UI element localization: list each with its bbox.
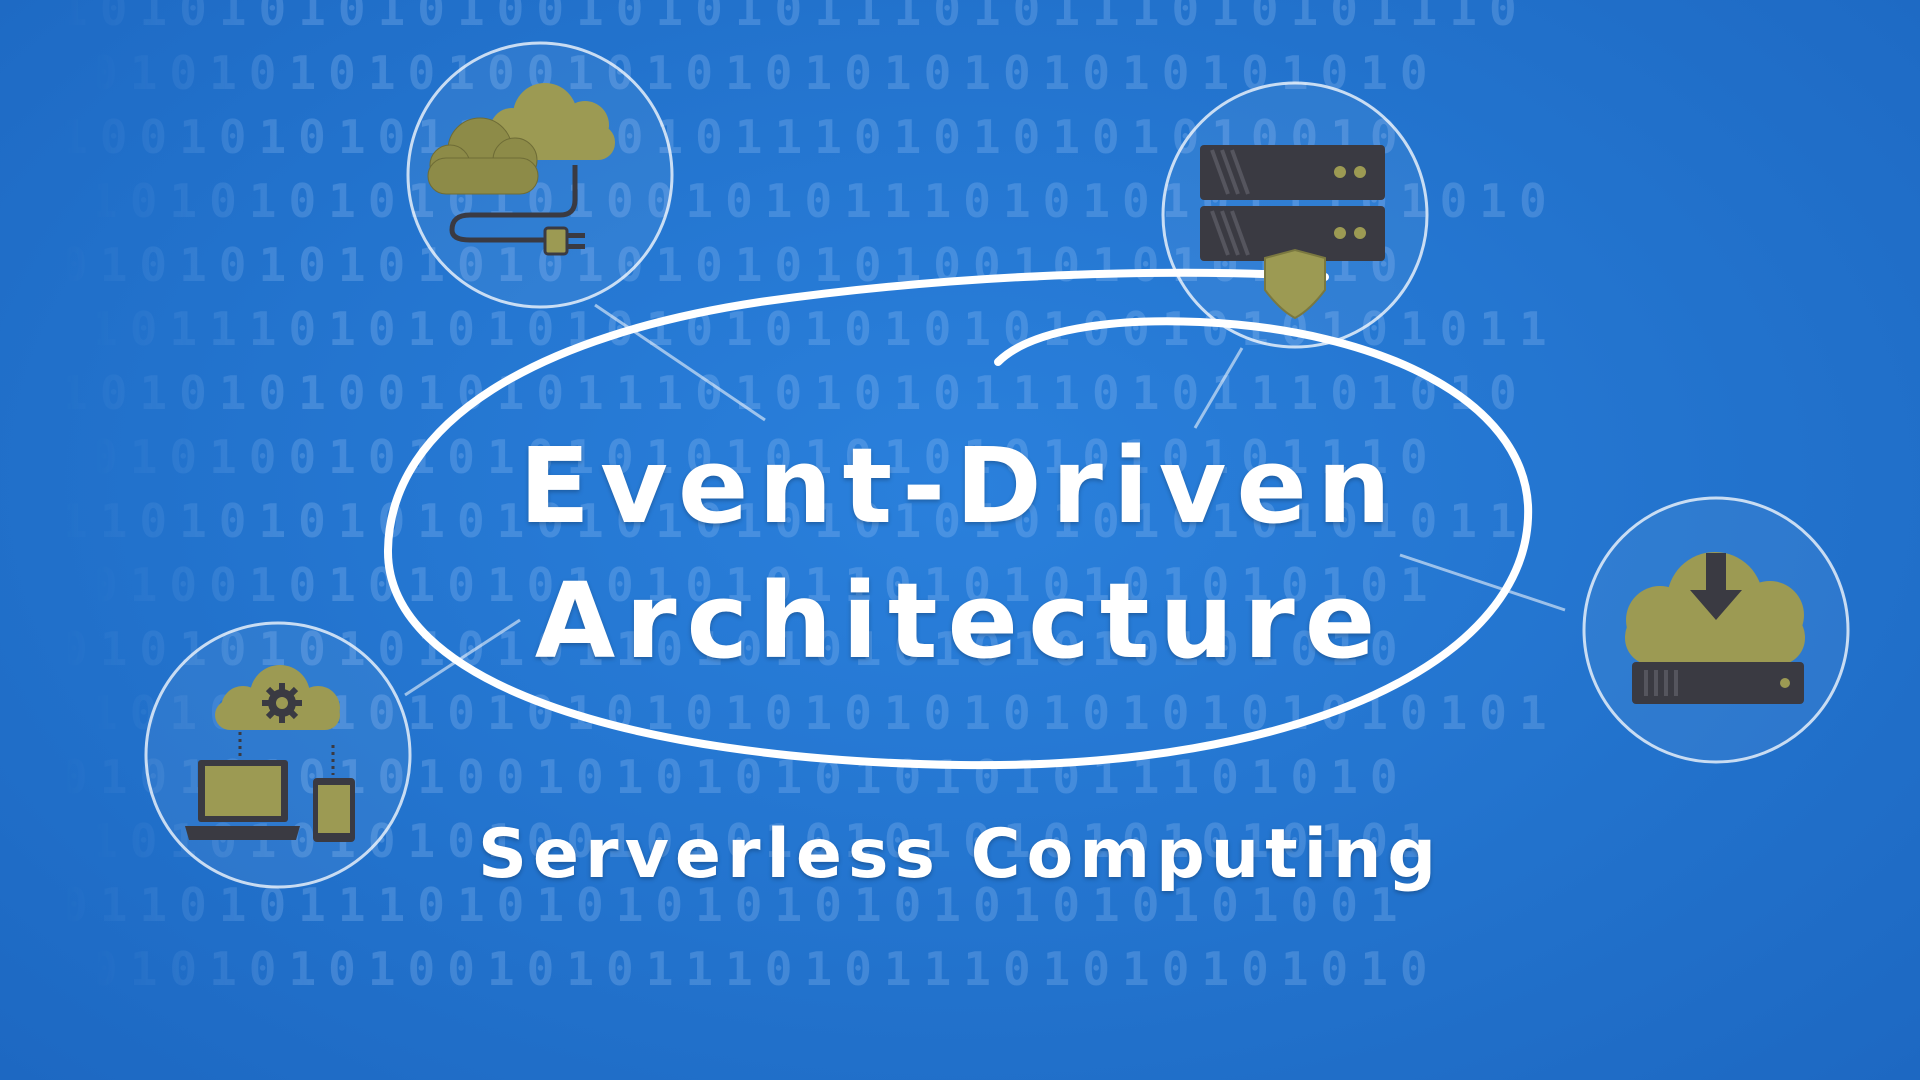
binary-row: 1010101010100101010111010111010101110 [60, 0, 1529, 36]
connector-line-top-right [1193, 347, 1244, 429]
binary-row: 0101001010101010101010101010101110 [90, 430, 1440, 484]
cloud-plug-icon [406, 41, 674, 309]
binary-row: 1010101001010111010101011101011101010 [60, 366, 1529, 420]
title-ellipse [383, 268, 1533, 770]
connector-lines [404, 303, 1566, 697]
cloud-download-icon [1582, 496, 1850, 764]
page-title-line-2: Architecture [534, 560, 1386, 682]
cloud-devices-icon [144, 621, 412, 889]
connector-line-right [1399, 553, 1566, 612]
page-title-line-1: Event-Driven [519, 425, 1401, 547]
binary-row: 1001010101110101011101010101010010 [60, 110, 1410, 164]
connector-line-top-left [594, 303, 766, 422]
server-shield-icon [1161, 81, 1429, 349]
binary-row: 0100101010101010101101010101010101 [90, 558, 1440, 612]
binary-row: 1101010101010101010101010101010101011 [60, 494, 1529, 548]
page-subtitle: Serverless Computing [477, 815, 1443, 894]
binary-row: 1010101010100101010101010101010101 [90, 814, 1440, 868]
binary-row: 0101010100101011101011101010101010 [90, 942, 1440, 996]
binary-row: 0101010101001010101010101010101010 [90, 46, 1440, 100]
connector-line-bottom-left [404, 618, 521, 697]
binary-row: 0101010101010101010101001010101010 [60, 238, 1410, 292]
